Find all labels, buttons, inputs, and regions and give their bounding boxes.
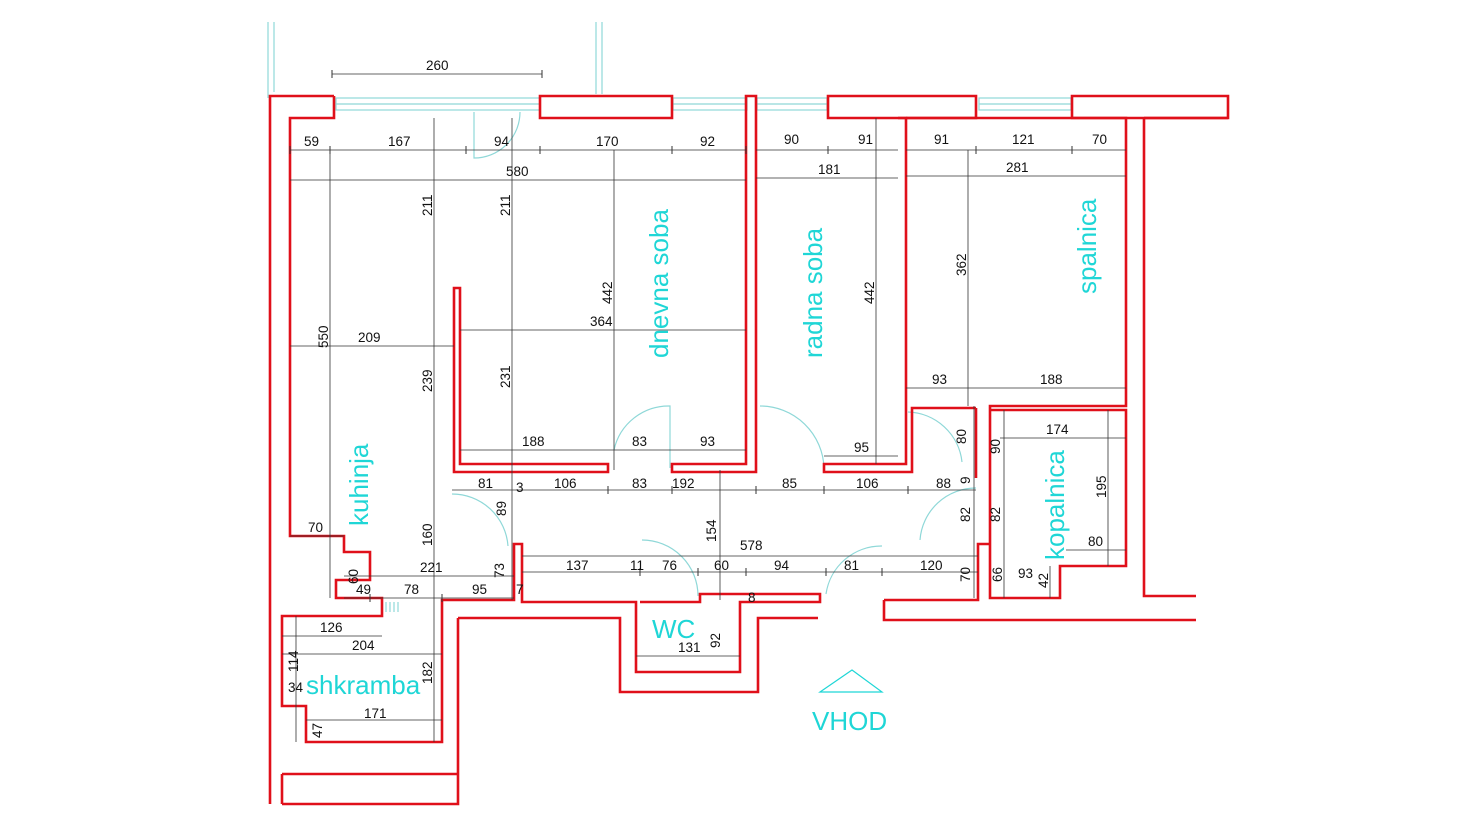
dim-label: 59 <box>304 134 319 149</box>
dim-label: 188 <box>522 434 545 449</box>
dim-label: 120 <box>920 558 943 573</box>
dim-label: 81 <box>478 476 493 491</box>
dim-label: 89 <box>494 501 509 516</box>
dim-label: 93 <box>932 372 947 387</box>
dimension-ticks <box>289 70 1073 602</box>
room-label-shkramba: shkramba <box>306 670 421 700</box>
dimension-labels: 260 59 167 94 170 92 90 91 91 121 70 580… <box>286 58 1109 738</box>
dim-label: 170 <box>596 134 619 149</box>
dim-label: 131 <box>678 640 701 655</box>
dim-label: 260 <box>426 58 449 73</box>
dim-label: 82 <box>958 507 973 522</box>
dim-label: 3 <box>516 480 524 495</box>
entrance-arrow-icon <box>818 669 884 693</box>
dimension-lines <box>282 73 1126 742</box>
room-label-dnevna-soba: dnevna soba <box>644 209 674 358</box>
dim-label: 90 <box>988 439 1003 454</box>
dim-label: 34 <box>288 680 304 695</box>
dim-label: 167 <box>388 134 411 149</box>
dim-label: 580 <box>506 164 529 179</box>
dim-label: 195 <box>1094 475 1109 498</box>
dim-label: 364 <box>590 314 613 329</box>
dim-label: 49 <box>356 582 371 597</box>
walls <box>268 94 1230 806</box>
dim-label: 239 <box>420 369 435 392</box>
dim-label: 78 <box>404 582 419 597</box>
radiator-icon <box>385 602 399 612</box>
room-label-kuhinja: kuhinja <box>344 443 374 526</box>
dim-label: 160 <box>420 523 435 546</box>
dim-label: 181 <box>818 162 841 177</box>
dim-label: 83 <box>632 434 647 449</box>
dim-label: 550 <box>316 325 331 348</box>
dim-label: 114 <box>286 650 301 672</box>
dim-label: 66 <box>990 567 1005 582</box>
dim-label: 91 <box>934 132 949 147</box>
dim-label: 8 <box>748 590 756 605</box>
dim-label: 70 <box>958 567 973 582</box>
dim-label: 209 <box>358 330 381 345</box>
room-label-spalnica: spalnica <box>1072 198 1102 294</box>
dim-label: 88 <box>936 476 951 491</box>
room-label-wc: WC <box>652 614 695 644</box>
dim-label: 126 <box>320 620 343 635</box>
dim-label: 60 <box>346 569 361 584</box>
dim-label: 171 <box>364 706 387 721</box>
dim-label: 93 <box>1018 566 1033 581</box>
dim-label: 92 <box>708 633 723 648</box>
room-labels: dnevna soba radna soba spalnica kuhinja … <box>306 198 1102 736</box>
dim-label: 82 <box>988 507 1003 522</box>
dim-label: 93 <box>700 434 715 449</box>
dim-label: 154 <box>704 519 719 542</box>
dim-label: 73 <box>492 563 507 578</box>
dim-label: 106 <box>856 476 879 491</box>
dim-label: 80 <box>1088 534 1103 549</box>
dim-label: 9 <box>958 476 973 484</box>
dim-label: 83 <box>632 476 647 491</box>
dim-label: 47 <box>310 723 325 738</box>
room-label-kopalnica: kopalnica <box>1040 450 1070 560</box>
dim-label: 281 <box>1006 160 1029 175</box>
dim-label: 231 <box>498 365 513 388</box>
dim-label: 442 <box>862 281 877 304</box>
dim-label: 211 <box>498 194 513 216</box>
dim-label: 80 <box>954 429 969 444</box>
dim-label: 7 <box>516 582 524 597</box>
dim-label: 76 <box>662 558 677 573</box>
dim-label: 94 <box>774 558 790 573</box>
doors <box>451 111 977 597</box>
dim-label: 11 <box>630 558 644 573</box>
entrance-label: VHOD <box>812 706 887 736</box>
dim-label: 362 <box>954 253 969 276</box>
dim-label: 60 <box>714 558 729 573</box>
dim-label: 85 <box>782 476 797 491</box>
dim-label: 221 <box>420 560 443 575</box>
dim-label: 121 <box>1012 132 1035 147</box>
dim-label: 182 <box>420 661 435 684</box>
dim-label: 42 <box>1036 573 1051 588</box>
dim-label: 174 <box>1046 422 1069 437</box>
dim-label: 137 <box>566 558 589 573</box>
dim-label: 578 <box>740 538 763 553</box>
dim-label: 204 <box>352 638 375 653</box>
dim-label: 70 <box>308 520 323 535</box>
dim-label: 95 <box>854 440 869 455</box>
dim-label: 91 <box>858 132 873 147</box>
dim-label: 188 <box>1040 372 1063 387</box>
dim-label: 81 <box>844 558 859 573</box>
dim-label: 192 <box>672 476 695 491</box>
dim-label: 211 <box>420 194 435 216</box>
dim-label: 92 <box>700 134 715 149</box>
dim-label: 90 <box>784 132 799 147</box>
dim-label: 106 <box>554 476 577 491</box>
dim-label: 70 <box>1092 132 1107 147</box>
dim-label: 94 <box>494 134 510 149</box>
dim-label: 442 <box>600 281 615 304</box>
room-label-radna-soba: radna soba <box>798 227 828 358</box>
dim-label: 95 <box>472 582 487 597</box>
